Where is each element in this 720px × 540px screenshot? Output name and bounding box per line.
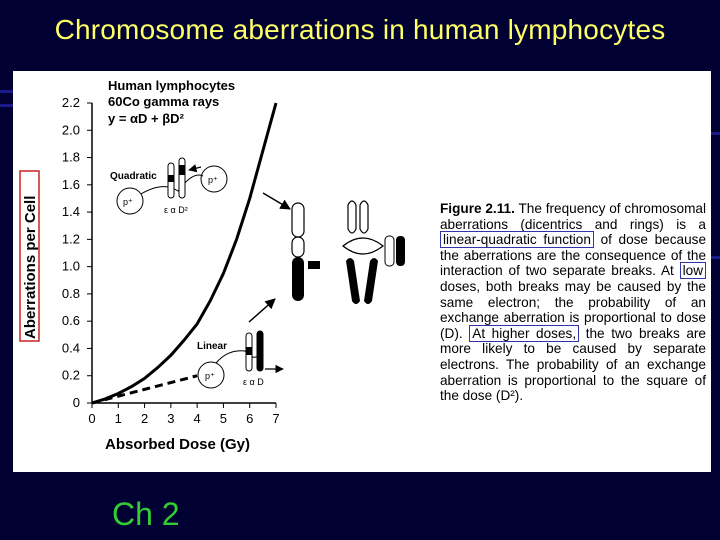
y-tick-label: 2.2 bbox=[62, 95, 80, 110]
figure-panel: Aberrations per Cell Human lymphocytes 6… bbox=[13, 71, 711, 472]
chapter-label: Ch 2 bbox=[112, 496, 180, 532]
chromosome-drawings bbox=[291, 200, 405, 304]
figure-caption: Figure 2.11. The frequency of chro­mosom… bbox=[440, 201, 707, 404]
decorative-stripe bbox=[0, 90, 14, 93]
y-tick-label: 2.0 bbox=[62, 122, 80, 137]
caption-text-4: the two breaks are more likely to be cau… bbox=[440, 325, 706, 404]
arrow-quadratic bbox=[262, 192, 291, 210]
linear-series-line bbox=[91, 374, 198, 405]
decorative-stripe bbox=[708, 132, 720, 135]
quadratic-inset: Quadratic p⁺ p⁺ ε α D² bbox=[110, 157, 228, 215]
caption-highlight-higher-doses: At higher doses, bbox=[469, 324, 580, 342]
linear-inset: Linear p⁺ ε α D bbox=[197, 330, 264, 389]
caption-text-3: doses, both breaks may be caused by the … bbox=[440, 278, 706, 341]
x-tick-label: 4 bbox=[194, 411, 201, 426]
caption-figure-label: Figure 2.11. bbox=[440, 201, 515, 216]
y-axis-label: Aberrations per Cell bbox=[22, 196, 39, 339]
x-tick-label: 6 bbox=[246, 411, 253, 426]
quadratic-label: Quadratic bbox=[110, 171, 157, 182]
arrow-linear bbox=[248, 298, 276, 323]
y-tick-label: 1.6 bbox=[62, 177, 80, 192]
y-tick-label: 0.4 bbox=[62, 340, 80, 355]
linear-label: Linear bbox=[197, 341, 227, 352]
y-tick-label: 1.4 bbox=[62, 204, 80, 219]
quadratic-series-line bbox=[91, 102, 278, 405]
particle-label-1: p⁺ bbox=[123, 197, 133, 207]
chart-title-line-3: y = αD + βD² bbox=[108, 111, 185, 126]
x-tick-label: 5 bbox=[220, 411, 227, 426]
chart-title-line-1: Human lymphocytes bbox=[108, 78, 235, 93]
caption-text-1: The frequency of chro­mosomal aberration… bbox=[440, 201, 706, 232]
particle-label-3: p⁺ bbox=[205, 371, 215, 381]
ylabel-box bbox=[19, 170, 40, 342]
linear-formula: ε α D bbox=[243, 377, 264, 387]
y-tick-label: 1.8 bbox=[62, 150, 80, 165]
slide-title: Chromosome aberrations in human lymphocy… bbox=[54, 14, 666, 45]
x-axis-label: Absorbed Dose (Gy) bbox=[105, 436, 250, 453]
particle-label-2: p⁺ bbox=[208, 175, 218, 185]
arrow-inset-left bbox=[188, 164, 202, 173]
x-tick-label: 7 bbox=[272, 411, 279, 426]
x-tick-label: 3 bbox=[167, 411, 174, 426]
decorative-stripe bbox=[708, 256, 720, 259]
x-tick-label: 1 bbox=[115, 411, 122, 426]
y-tick-label: 1.2 bbox=[62, 231, 80, 246]
x-tick-label: 0 bbox=[88, 411, 95, 426]
y-tick-label: 0 bbox=[73, 395, 80, 410]
caption-highlight-low: low bbox=[679, 262, 707, 280]
y-tick-label: 1.0 bbox=[62, 259, 80, 274]
caption-text-2: of dose because the aberrations are the … bbox=[440, 232, 707, 279]
y-tick-label: 0.2 bbox=[62, 368, 80, 383]
y-tick-label: 0.8 bbox=[62, 286, 80, 301]
x-tick-label: 2 bbox=[141, 411, 148, 426]
decorative-stripe bbox=[0, 104, 14, 107]
caption-highlight-linear-quadratic: linear-quadratic function bbox=[440, 231, 594, 249]
y-tick-label: 0.6 bbox=[62, 313, 80, 328]
chart-title-line-2: 60Co gamma rays bbox=[108, 94, 219, 109]
dose-response-chart: Aberrations per Cell Human lymphocytes 6… bbox=[19, 78, 405, 453]
quadratic-formula: ε α D² bbox=[164, 205, 188, 215]
